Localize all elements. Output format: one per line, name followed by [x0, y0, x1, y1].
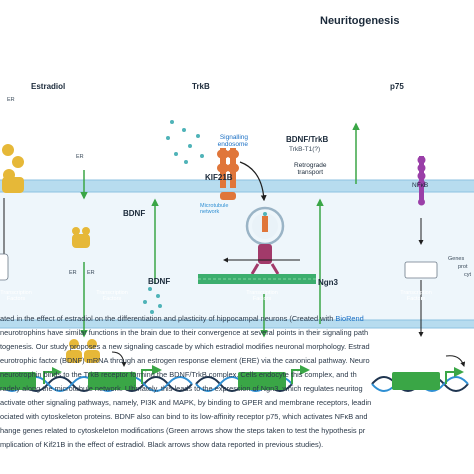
- estradiol-molecules: [2, 144, 24, 181]
- membrane-er-receptor: [2, 177, 24, 193]
- caption-line-1-text: ated in the effect of estradiol on the d…: [0, 314, 336, 323]
- signalling-endosome: [245, 206, 285, 246]
- cytosol-region: [0, 187, 474, 324]
- tf-label-2: Transcription Factors: [96, 290, 128, 302]
- p75-label: p75: [390, 82, 404, 91]
- nfkb-box: [404, 261, 438, 279]
- trkb-receptor: [217, 148, 239, 200]
- tf-box-1: [0, 372, 36, 390]
- tf-arrow-4: [445, 367, 464, 384]
- tf-arrow-1: [43, 367, 62, 384]
- tf-label-3: Transcription Factors: [246, 290, 278, 302]
- genes-partial-label: Genes: [448, 256, 465, 262]
- caption-line-6: radely along the microtubule network. Ul…: [0, 384, 363, 393]
- cyt-partial-label: cyt: [464, 272, 472, 278]
- kif21b-motor: [250, 244, 280, 275]
- kif21b-label: KIF21B: [205, 173, 233, 182]
- caption-line-8: ociated with cytoskeleton proteins. BDNF…: [0, 412, 368, 421]
- retrograde-transport-label: Retrograde transport: [294, 162, 327, 176]
- caption-line-4: eurotrophic factor (BDNF) mRNA through a…: [0, 356, 370, 365]
- trkb-t1-label: TrkB-T1(?): [289, 146, 321, 153]
- nfkb-label: NFκB: [412, 182, 429, 189]
- biorender-link[interactable]: BioRend: [335, 314, 364, 323]
- tf-label-1: Transcription Factors: [0, 290, 32, 302]
- caption-line-5: neurotrophin binds to the TrkB receptor …: [0, 370, 357, 379]
- er-e2-dimer: [66, 339, 100, 363]
- caption-line-2: neurotrophins have similar functions in …: [0, 328, 369, 337]
- estradiol-label: Estradiol: [31, 82, 66, 91]
- bdnf-transcript-label: BDNF: [148, 277, 171, 286]
- er-dimer-label-1: ER: [69, 270, 77, 276]
- cytosolic-er: [72, 227, 90, 248]
- nuclear-envelope: [0, 320, 474, 328]
- caption-line-7: activate other signaling pathways, namel…: [0, 398, 372, 407]
- er-dimer-label-2: ER: [87, 270, 95, 276]
- bdnf-cyto-label: BDNF: [123, 209, 146, 218]
- caption-line-10: mplication of Kif21B in the effect of es…: [0, 440, 324, 449]
- er-membrane-label: ER: [7, 97, 15, 103]
- tf-label-4: Transcription Factors: [400, 290, 432, 302]
- e2-label-2: E2: [15, 75, 22, 81]
- bdnf-transcription-arrow: [111, 351, 127, 367]
- tf-box-3: [238, 372, 286, 390]
- tf-box-2: [88, 372, 136, 390]
- caption-line-1: ated in the effect of estradiol on the d…: [0, 314, 364, 323]
- tf-arrow-3: [291, 365, 310, 384]
- figure-caption: ated in the effect of estradiol on the d…: [0, 306, 474, 474]
- genes-arrow: [445, 355, 466, 367]
- microtubule-network-label: Microtubule network: [200, 203, 229, 215]
- signalling-endosome-label: Signalling endosome: [217, 134, 248, 148]
- trkb-label: TrkB: [192, 82, 210, 91]
- bdnf-dots-left: [143, 287, 162, 314]
- prot-partial-label: prot: [458, 264, 468, 270]
- left-cyto-partial-box: [0, 253, 9, 281]
- bdnf-trkb-label: BDNF/TrkB: [286, 135, 329, 144]
- caption-line-9: hange genes related to cytoskeleton modi…: [0, 426, 366, 435]
- ngn3-label: Ngn3: [318, 278, 338, 287]
- p75-receptor: [417, 156, 426, 206]
- trkb-endocytosis-arrow: [239, 161, 267, 202]
- tf-box-4: [392, 372, 440, 390]
- microtubule: [198, 274, 316, 284]
- cell-membrane-top: [0, 180, 474, 192]
- e2-label-1: E2: [5, 63, 12, 69]
- tf-arrow-2: [141, 365, 162, 384]
- caption-line-3: togenesis. Our study proposes a new sign…: [0, 342, 370, 351]
- neuritogenesis-title: Neuritogenesis: [320, 15, 400, 27]
- bdnf-extracellular-dots: [166, 120, 204, 164]
- er-cyto-label: ER: [76, 154, 84, 160]
